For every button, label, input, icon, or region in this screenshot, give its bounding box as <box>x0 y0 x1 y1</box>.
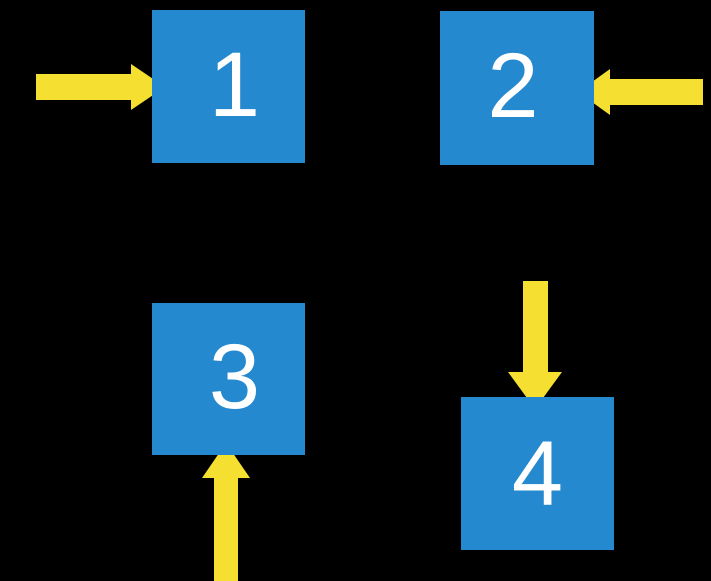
diagram-node-1[interactable]: 1 <box>152 10 305 163</box>
diagram-node-4[interactable]: 4 <box>461 397 614 550</box>
diagram-node-2[interactable]: 2 <box>440 11 594 165</box>
node-4-label: 4 <box>511 422 564 525</box>
node-2-label: 2 <box>487 35 539 137</box>
diagram-node-3[interactable]: 3 <box>152 303 305 455</box>
arrow-up-into-node-3-icon <box>202 443 250 581</box>
arrow-right-into-node-1-icon <box>36 64 165 110</box>
node-3-label: 3 <box>208 326 261 428</box>
node-1-label: 1 <box>208 33 261 136</box>
arrow-left-into-node-2-icon <box>578 69 703 115</box>
arrow-down-into-node-4-icon <box>508 281 562 409</box>
